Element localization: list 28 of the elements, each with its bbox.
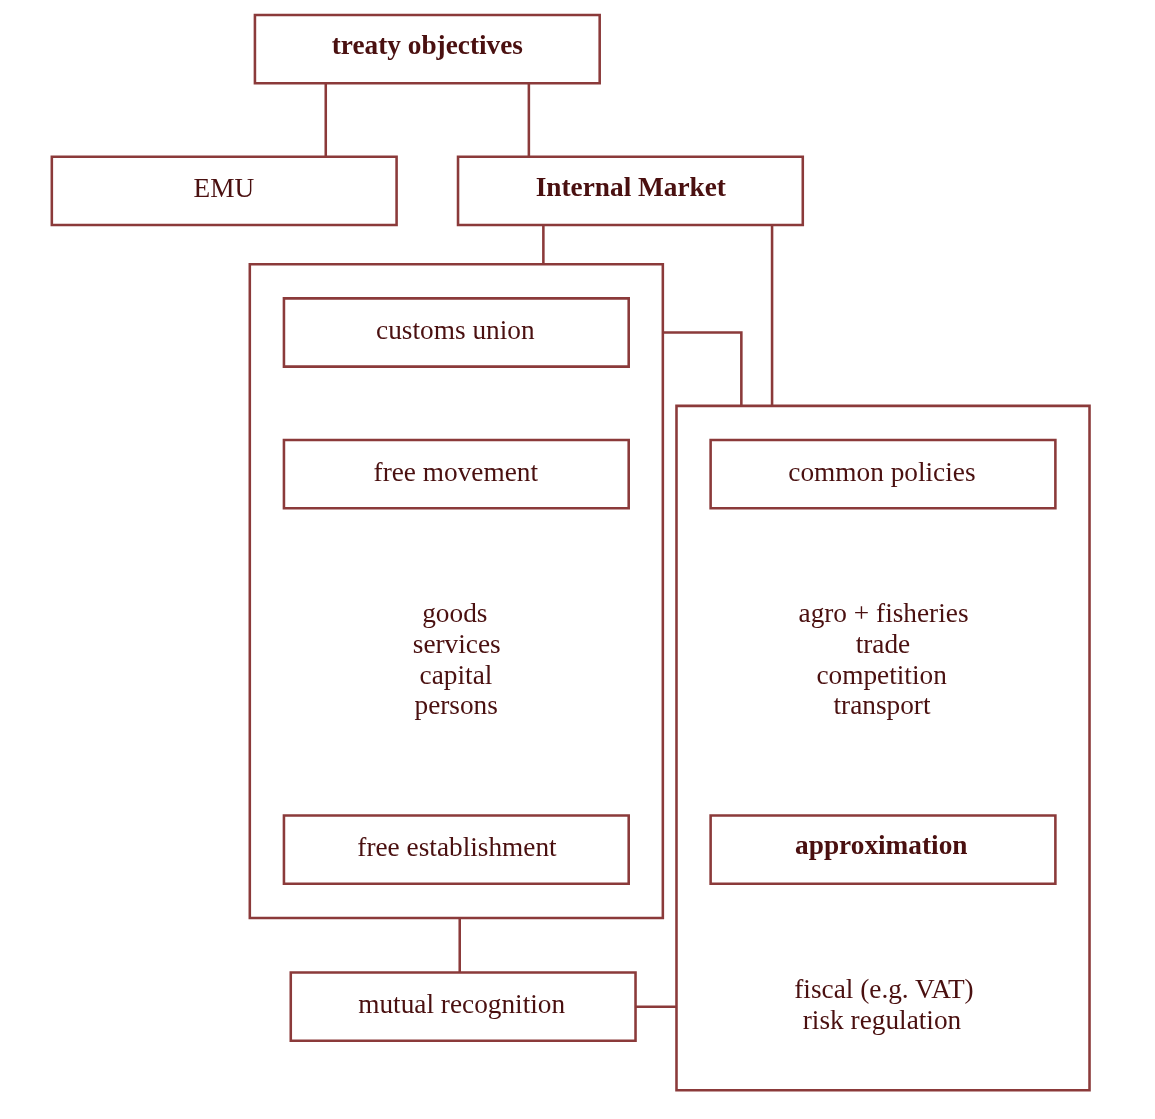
node-box: Internal Market: [456, 155, 805, 227]
node-box: treaty objectives: [253, 13, 601, 85]
cluster: [248, 262, 665, 920]
node-label: agro + fisheries: [798, 598, 969, 629]
node-box: mutual recognition: [289, 971, 637, 1043]
node-label: services: [412, 629, 501, 660]
node-box: common policies: [709, 438, 1057, 510]
connector: [324, 83, 328, 157]
node-box: customs union: [282, 297, 630, 368]
node-box: free movement: [282, 438, 630, 510]
node-label: persons: [414, 690, 498, 721]
connector: [527, 83, 531, 157]
node-box: EMU: [50, 155, 398, 227]
cluster: [675, 404, 1091, 1092]
node-label: competition: [816, 659, 947, 690]
node-label: trade: [855, 629, 911, 660]
node-label: fiscal (e.g. VAT): [794, 973, 974, 1004]
node-label: goods: [422, 598, 488, 629]
node-label: transport: [833, 690, 931, 721]
connector: [770, 225, 774, 406]
connector: [636, 1005, 677, 1008]
node-label: risk regulation: [802, 1004, 962, 1035]
node-label: capital: [419, 659, 493, 690]
connector: [662, 331, 743, 406]
node-box: approximation: [709, 814, 1057, 886]
connector: [458, 917, 461, 973]
node-box: free establishment: [282, 814, 630, 886]
connector: [542, 225, 545, 265]
